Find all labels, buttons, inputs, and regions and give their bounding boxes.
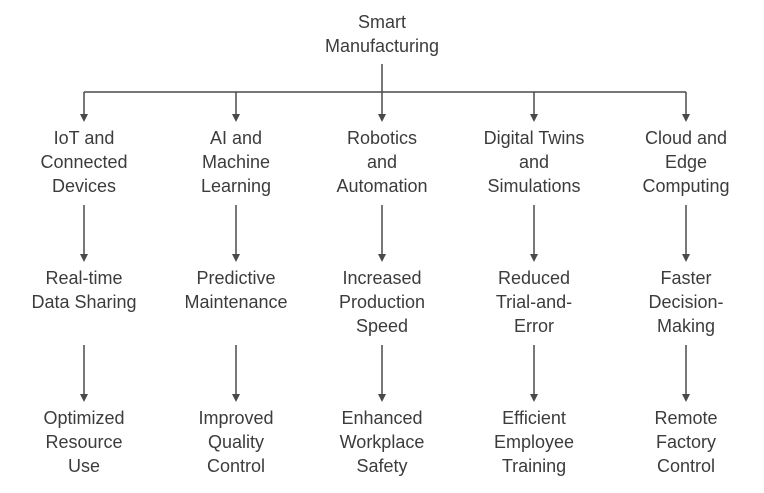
benefit-node: Faster Decision- Making <box>648 268 724 336</box>
technology-node: IoT and Connected Devices <box>40 128 128 196</box>
benefit-node: Predictive Maintenance <box>184 268 288 312</box>
technology-node: Digital Twins and Simulations <box>483 128 585 196</box>
technology-node: AI and Machine Learning <box>200 128 272 196</box>
root-node-smart-manufacturing: Smart Manufacturing <box>324 12 440 56</box>
outcome-node: Optimized Resource Use <box>43 408 125 476</box>
benefit-node: Real-time Data Sharing <box>31 268 137 312</box>
technology-node: Robotics and Automation <box>336 128 428 196</box>
outcome-node: Improved Quality Control <box>198 408 274 476</box>
technology-node: Cloud and Edge Computing <box>642 128 730 196</box>
outcome-node: Remote Factory Control <box>654 408 718 476</box>
outcome-node: Enhanced Workplace Safety <box>339 408 425 476</box>
outcome-node: Efficient Employee Training <box>493 408 575 476</box>
benefit-node: Reduced Trial-and- Error <box>495 268 573 336</box>
benefit-node: Increased Production Speed <box>338 268 426 336</box>
